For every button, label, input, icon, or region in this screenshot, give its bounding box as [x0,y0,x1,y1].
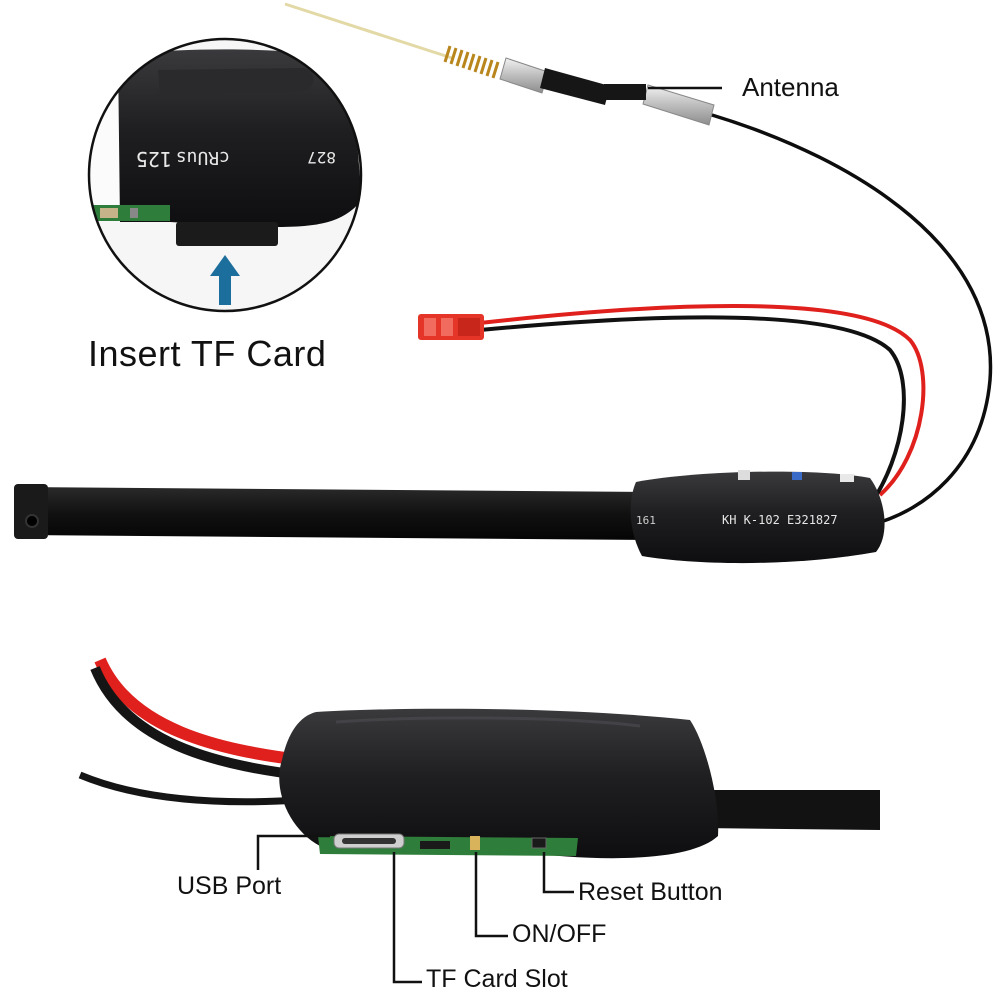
antenna-ferrule [499,57,549,94]
ribbon-cable [20,487,650,540]
antenna [284,2,993,524]
antenna-cable [711,113,993,524]
card-print-b: cRUus [176,147,230,168]
heat-shrink-module [630,471,885,564]
insert-tf-card-label: Insert TF Card [88,333,327,374]
tf-card-slot-label: TF Card Slot [426,965,568,993]
antenna-heat-shrink [540,68,610,105]
on-off-switch [470,836,480,850]
usb-port-label: USB Port [177,872,282,900]
usb-leader-line [256,834,330,870]
inset-frame [87,37,363,313]
reset-button-label: Reset Button [578,878,723,906]
camera-head [14,484,48,539]
antenna-spring [443,45,500,79]
inset-heat-shrink [118,49,361,227]
tf-card-inset: cRUus 125 827 [87,37,363,313]
card-print-c: 827 [307,148,336,167]
module-bottom-view [78,657,880,859]
bottom-red-wire [94,657,301,766]
black-wire [479,315,906,507]
camera-lens-icon [25,514,39,528]
bottom-black-wire [90,666,301,780]
bottom-heat-shrink [279,708,719,859]
antenna-base [642,84,715,126]
reset-leader-line [542,852,574,894]
reset-button [531,837,547,849]
red-wire [479,304,926,497]
arrow-up-icon [210,255,240,305]
antenna-label: Antenna [742,72,839,102]
on-off-leader-line [474,852,508,938]
bottom-ribbon [700,790,880,830]
camera-ribbon-top [14,484,650,540]
bottom-antenna-cable [78,771,301,806]
card-print-a: 125 [136,147,172,171]
power-lead [418,304,926,507]
module-top: KH K-102 E321827 161 [630,470,885,564]
tf-card-slot-inset [176,222,278,246]
tf-slot-leader-line [392,852,422,984]
strip-print: 161 [636,514,656,527]
module-print: KH K-102 E321827 [722,513,838,527]
on-off-label: ON/OFF [512,920,607,948]
antenna-wire [284,2,453,60]
